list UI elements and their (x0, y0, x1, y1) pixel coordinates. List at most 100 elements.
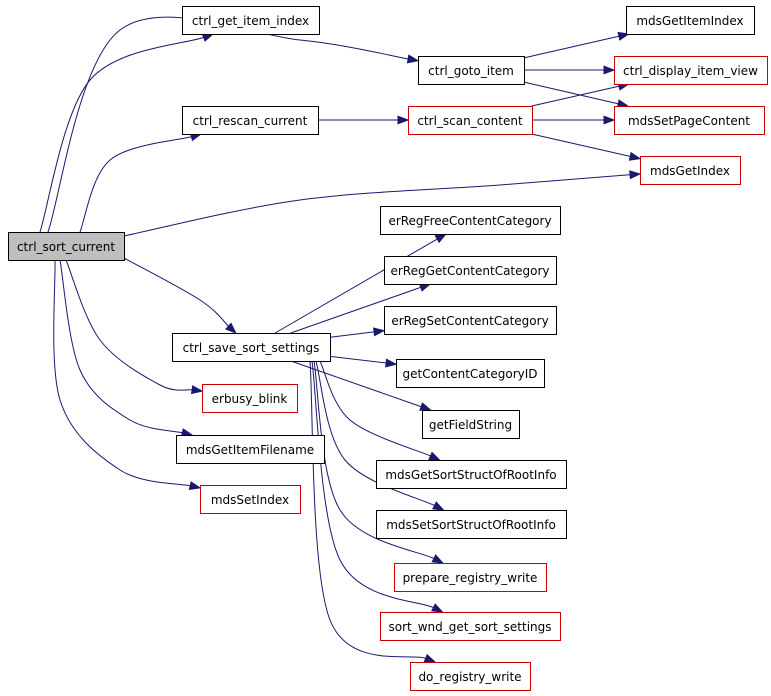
arrow-head-icon (434, 233, 448, 244)
node-box (376, 460, 567, 489)
node-label: mdsSetPageContent (628, 114, 750, 128)
node-label: getFieldString (429, 418, 512, 432)
arrow-head-icon (432, 501, 445, 511)
node-box (394, 563, 547, 592)
edge-line (39, 36, 205, 233)
node-box (8, 232, 125, 261)
edge-line (123, 257, 230, 328)
arrow-head-icon (201, 33, 215, 42)
edge-ctrl_goto_item-to-mdsGetItemIndex (523, 31, 631, 59)
node-label: sort_wnd_get_sort_settings (388, 620, 551, 634)
node-sort_wnd_get_sort_settings[interactable]: sort_wnd_get_sort_settings (380, 612, 561, 641)
node-getContentCategoryID[interactable]: getContentCategoryID (396, 359, 545, 388)
nodes-layer: ctrl_sort_current ctrl_get_item_indexctrl… (8, 6, 768, 691)
node-getFieldString[interactable]: getFieldString (422, 410, 520, 439)
node-box (202, 384, 298, 413)
arrow-head-icon (225, 322, 237, 334)
node-mdsGetItemFilename[interactable]: mdsGetItemFilename (176, 435, 325, 464)
arrow-head-icon (419, 402, 432, 411)
node-label: mdsGetItemFilename (186, 443, 314, 457)
node-label: ctrl_get_item_index (192, 14, 309, 28)
node-ctrl_sort_current: ctrl_sort_current (8, 232, 125, 261)
edge-line (309, 360, 427, 660)
node-label: ctrl_rescan_current (193, 114, 308, 128)
edge-line (319, 360, 432, 457)
node-label: getContentCategoryID (402, 367, 537, 381)
edge-ctrl_rescan_current-to-ctrl_scan_content (318, 115, 410, 125)
node-label: mdsSetIndex (211, 493, 289, 507)
edge-line (79, 135, 193, 233)
edge-line (290, 286, 422, 334)
node-box (614, 56, 768, 85)
edge-ctrl_scan_content-to-mdsSetPageContent (532, 115, 616, 125)
node-erRegSetContentCategory[interactable]: erRegSetContentCategory (384, 306, 557, 335)
node-label: erRegSetContentCategory (391, 314, 548, 328)
edge-ctrl_save_sort_settings-to-mdsSetSortStructOfRootInfo (315, 360, 445, 511)
node-erRegFreeContentCategory[interactable]: erRegFreeContentCategory (380, 206, 561, 235)
edge-ctrl_save_sort_settings-to-sort_wnd_get_sort_settings (311, 360, 444, 613)
node-label: prepare_registry_write (403, 571, 538, 585)
edge-line (313, 360, 436, 560)
edge-line (315, 360, 436, 507)
node-box (640, 156, 741, 185)
node-label: ctrl_scan_content (417, 114, 523, 128)
arrow-head-icon (431, 603, 444, 613)
edge-ctrl_sort_current-to-mdsSetIndex (53, 259, 202, 490)
node-box (410, 662, 531, 691)
node-mdsGetIndex[interactable]: mdsGetIndex (640, 156, 741, 185)
node-box (626, 6, 755, 35)
node-ctrl_save_sort_settings[interactable]: ctrl_save_sort_settings (172, 333, 331, 362)
edge-line (311, 360, 435, 609)
node-ctrl_get_item_index[interactable]: ctrl_get_item_index (182, 6, 320, 35)
node-label: erRegGetContentCategory (390, 264, 549, 278)
node-erRegGetContentCategory[interactable]: erRegGetContentCategory (384, 256, 557, 285)
node-mdsGetSortStructOfRootInfo[interactable]: mdsGetSortStructOfRootInfo (376, 460, 567, 489)
node-prepare_registry_write[interactable]: prepare_registry_write (394, 563, 547, 592)
node-box (176, 435, 325, 464)
edge-ctrl_sort_current-to-mdsGetIndex (123, 170, 642, 237)
arrow-head-icon (406, 54, 420, 64)
arrow-head-icon (629, 170, 642, 180)
arrow-head-icon (397, 115, 410, 125)
node-ctrl_display_item_view[interactable]: ctrl_display_item_view (614, 56, 768, 85)
edge-line (329, 331, 376, 338)
node-label: mdsGetItemIndex (636, 14, 743, 28)
edge-ctrl_sort_current-to-ctrl_goto_item (47, 16, 420, 233)
edge-line (329, 355, 388, 364)
arrow-head-icon (628, 151, 642, 161)
node-label: mdsGetSortStructOfRootInfo (385, 468, 556, 482)
edge-line (59, 259, 184, 434)
node-mdsSetPageContent[interactable]: mdsSetPageContent (614, 106, 765, 135)
edge-ctrl_sort_current-to-ctrl_rescan_current (79, 132, 203, 233)
node-ctrl_goto_item[interactable]: ctrl_goto_item (418, 56, 525, 85)
node-label: ctrl_sort_current (17, 240, 115, 254)
arrow-head-icon (190, 385, 204, 395)
node-label: erRegFreeContentCategory (388, 214, 551, 228)
node-label: erbusy_blink (212, 392, 288, 406)
node-box (384, 256, 557, 285)
node-box (376, 510, 567, 539)
node-box (182, 6, 320, 35)
node-mdsGetItemIndex[interactable]: mdsGetItemIndex (626, 6, 755, 35)
node-box (418, 56, 525, 85)
node-ctrl_scan_content[interactable]: ctrl_scan_content (408, 106, 533, 135)
edge-line (53, 259, 192, 487)
edge-ctrl_goto_item-to-mdsSetPageContent (523, 81, 630, 109)
node-mdsSetIndex[interactable]: mdsSetIndex (200, 485, 301, 514)
arrow-head-icon (423, 653, 437, 663)
node-box (172, 333, 331, 362)
node-label: ctrl_display_item_view (623, 64, 758, 78)
node-box (182, 106, 319, 135)
node-erbusy_blink[interactable]: erbusy_blink (202, 384, 298, 413)
node-label: ctrl_save_sort_settings (183, 341, 320, 355)
edge-line (47, 16, 410, 233)
node-ctrl_rescan_current[interactable]: ctrl_rescan_current (182, 106, 319, 135)
arrow-head-icon (188, 481, 202, 490)
node-label: mdsSetSortStructOfRootInfo (386, 518, 556, 532)
node-mdsSetSortStructOfRootInfo[interactable]: mdsSetSortStructOfRootInfo (376, 510, 567, 539)
node-do_registry_write[interactable]: do_registry_write (410, 662, 531, 691)
edge-ctrl_save_sort_settings-to-erRegSetContentCategory (329, 327, 386, 338)
edges-layer (39, 16, 642, 663)
node-label: mdsGetIndex (650, 164, 730, 178)
